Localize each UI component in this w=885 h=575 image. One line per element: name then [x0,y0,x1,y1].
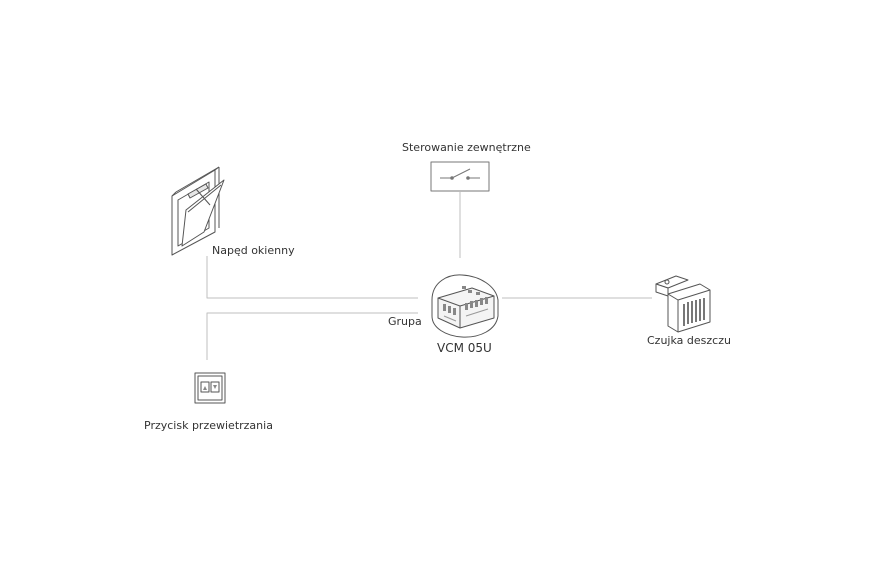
group-label: Grupa [388,315,422,328]
vent-button-icon [194,372,226,404]
rain-sensor-icon [655,275,711,333]
controller-label: VCM 05U [437,341,492,355]
connection-lines [206,192,652,360]
external-control-label: Sterowanie zewnętrzne [402,141,531,154]
window-drive-label: Napęd okienny [212,244,295,257]
vent-button-label: Przycisk przewietrzania [144,419,273,432]
controller-vcm-icon [431,274,499,338]
line-button-to-group [206,312,418,360]
external-control-switch-icon [430,161,490,192]
window-drive-icon [171,166,225,256]
line-window-drive-to-controller [206,256,418,299]
rain-sensor-label: Czujka deszczu [647,334,731,347]
